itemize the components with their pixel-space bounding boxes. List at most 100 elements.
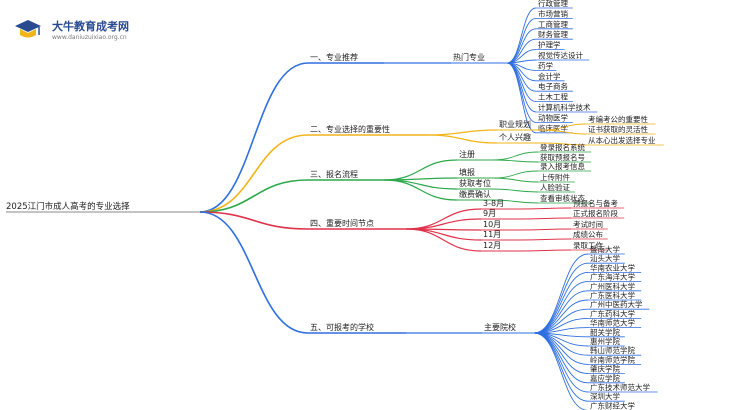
branch-1-label: 一、专业推荐 <box>310 52 358 62</box>
branch-1-sub-1-label: 热门专业 <box>453 52 485 62</box>
connector <box>533 332 589 410</box>
branch-3-leaf-label: 人脸验证 <box>540 182 570 192</box>
site-logo: 大牛教育成考网 www.daniuzuixiao.org.cn <box>12 12 132 48</box>
branch-4-label: 四、重要时间节点 <box>310 218 374 228</box>
branch-5-leaf-label: 岭南师范学院 <box>590 354 635 364</box>
connector <box>405 218 482 230</box>
branch-4-sub-1-label: 3-8月 <box>483 199 504 208</box>
branch-4-sub-5-label: 12月 <box>483 241 501 250</box>
connector <box>427 134 498 144</box>
connector <box>199 62 309 213</box>
branch-1-leaf-label: 土木工程 <box>538 92 568 102</box>
connector <box>383 159 458 181</box>
branch-5-leaf-label: 广东技术师范大学 <box>590 382 650 392</box>
connector <box>383 179 458 190</box>
branch-3-leaf-label: 上传附件 <box>540 172 570 182</box>
branch-3-leaf-label: 查看审核状态 <box>540 193 585 203</box>
connector <box>518 249 572 252</box>
branch-2-leaf-label: 考编考公的重要性 <box>588 114 648 124</box>
branch-1-leaf-label: 财务管理 <box>538 29 568 39</box>
branch-2-sub-1-label: 职业规划 <box>499 119 531 129</box>
branch-3-leaf-label: 登录报名系统 <box>540 142 585 152</box>
branch-5-leaf-label: 广东医科大学 <box>590 290 635 300</box>
branch-1-leaf-label: 电子商务 <box>538 81 568 91</box>
connector <box>492 170 539 179</box>
branch-5-leaf-label: 深圳大学 <box>590 391 620 401</box>
branch-4-leaf-label: 录取工作 <box>573 240 603 250</box>
branch-5-leaf-label: 韩山师范学院 <box>590 345 635 355</box>
branch-5-leaf-label: 广东财经大学 <box>590 400 635 410</box>
branch-5-leaf-label: 华南师范大学 <box>590 318 635 328</box>
branch-4-sub-2-label: 9月 <box>483 209 496 218</box>
root-node-label: 2025江门市成人高考的专业选择 <box>6 201 130 212</box>
branch-5-leaf-label: 汕头大学 <box>590 253 620 263</box>
connector <box>518 228 572 231</box>
connector <box>405 228 482 252</box>
branch-1-leaf-label: 临床医学 <box>538 123 568 133</box>
branch-5-leaf-label: 广东药科大学 <box>590 308 635 318</box>
connector <box>506 28 537 64</box>
connector <box>506 38 537 64</box>
connector <box>506 62 537 134</box>
branch-1-leaf-label: 药学 <box>538 60 553 70</box>
connector <box>518 217 572 220</box>
branch-5-leaf-label: 韶关学院 <box>590 327 620 337</box>
branch-2-label: 二、专业选择的重要性 <box>310 124 390 134</box>
branch-1-leaf-label: 计算机科学技术 <box>538 102 591 112</box>
branch-1-leaf-label: 市场营销 <box>538 8 568 18</box>
branch-3-sub-3-label: 获取考位 <box>459 178 491 188</box>
connector <box>492 199 539 204</box>
branch-4-leaf-label: 考试时间 <box>573 219 603 229</box>
branch-3-label: 三、报名流程 <box>310 169 358 179</box>
connector <box>492 177 539 183</box>
branch-3-sub-1-label: 注册 <box>459 149 475 159</box>
connector <box>492 188 539 193</box>
connector <box>533 262 589 334</box>
connector <box>518 238 572 241</box>
branch-4-leaf-label: 成绩公布 <box>573 229 603 239</box>
branch-5-leaf-label: 华南农业大学 <box>590 262 635 272</box>
branch-4-leaf-label: 正式报名阶段 <box>573 208 618 218</box>
connector <box>542 129 587 135</box>
connector <box>199 179 309 213</box>
connector <box>405 228 482 241</box>
branch-1-leaf-label: 行政管理 <box>538 0 568 8</box>
connector <box>533 332 589 384</box>
branch-4-sub-3-label: 10月 <box>483 220 501 229</box>
connector <box>542 142 587 146</box>
branch-5-leaf-label: 广州中医药大学 <box>590 299 643 309</box>
branch-5-sub-1-label: 主要院校 <box>484 322 516 332</box>
branch-3-sub-4-label: 缴费确认 <box>459 189 491 199</box>
branch-5-leaf-label: 广东海洋大学 <box>590 272 635 282</box>
connector <box>533 332 589 402</box>
connector <box>533 332 589 365</box>
branch-3-sub-2-label: 填报 <box>459 167 475 177</box>
connector <box>199 211 309 230</box>
branch-4-sub-4-label: 11月 <box>483 230 501 239</box>
branch-1-leaf-label: 会计学 <box>538 71 561 81</box>
connector <box>518 207 572 210</box>
connector <box>533 253 589 334</box>
connector <box>199 134 309 213</box>
connector <box>533 308 589 334</box>
logo-site-name: 大牛教育成考网 <box>52 20 129 33</box>
branch-5-leaf-label: 暨南大学 <box>590 244 620 254</box>
branch-2-leaf-label: 从本心出发选择专业 <box>588 135 656 145</box>
branch-3-leaf-label: 录入报考信息 <box>540 161 585 171</box>
branch-3-leaf-label: 获取预报名号 <box>540 152 585 162</box>
branch-5-leaf-label: 广州医科大学 <box>590 281 635 291</box>
connector <box>492 151 539 161</box>
branch-4-leaf-label: 预报名与备考 <box>573 198 618 208</box>
branch-1-leaf-label: 护理学 <box>538 40 561 50</box>
connector <box>383 179 458 201</box>
connector <box>199 211 309 334</box>
connector <box>533 271 589 334</box>
branch-1-leaf-label: 视觉传达设计 <box>538 50 583 60</box>
branch-5-leaf-label: 肇庆学院 <box>590 364 620 374</box>
branch-1-leaf-label: 工商管理 <box>538 19 568 29</box>
connector <box>492 159 539 163</box>
branch-5-leaf-label: 嘉应学院 <box>590 373 620 383</box>
connector <box>506 7 537 64</box>
branch-5-label: 五、可报考的学校 <box>310 322 374 332</box>
